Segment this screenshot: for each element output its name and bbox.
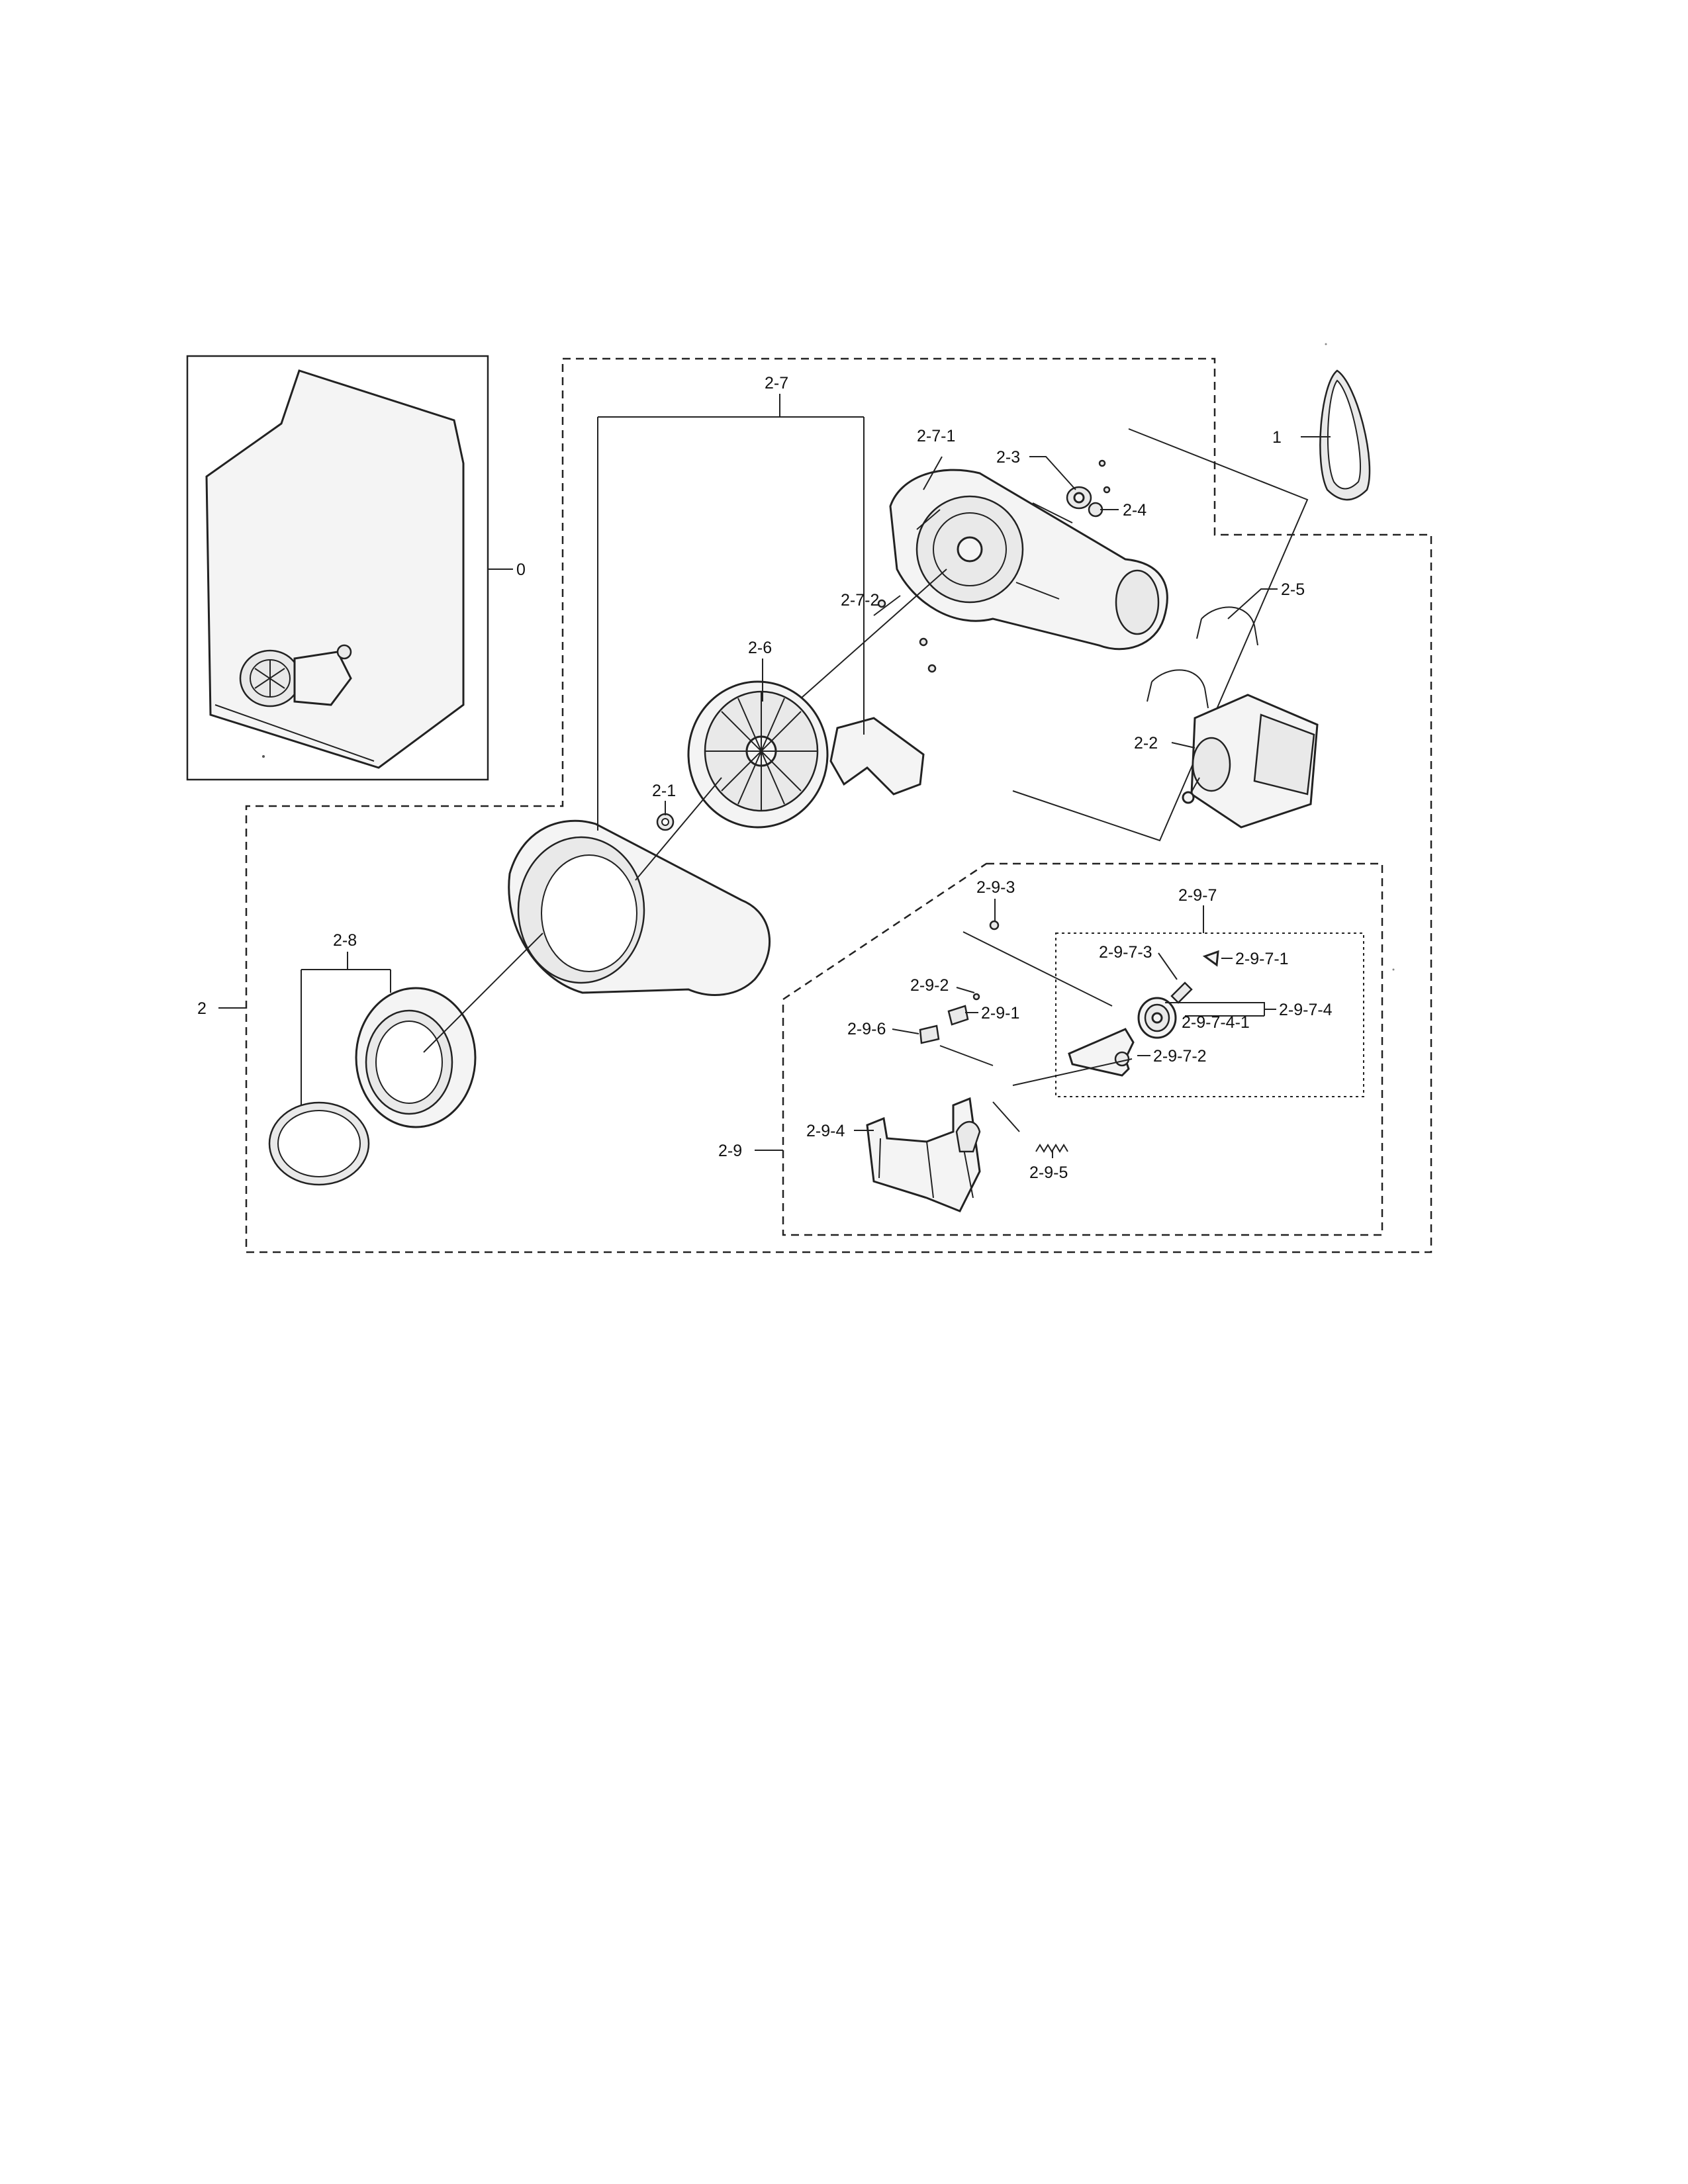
screw-icon [972, 993, 980, 1001]
label-2-9-7: 2-9-7 [1178, 886, 1217, 905]
blower-housing-rear-icon [889, 469, 1168, 651]
label-0: 0 [516, 561, 526, 579]
screw-icon [1098, 459, 1106, 467]
dryer-cabinet-icon [205, 369, 465, 769]
pulley-icon [1066, 486, 1092, 510]
label-2-1: 2-1 [652, 782, 676, 800]
blower-fan-icon [687, 680, 829, 829]
assembly-2-9-7-boundary [1055, 933, 1364, 1097]
label-1: 1 [1272, 428, 1282, 447]
motor-icon [1182, 694, 1319, 829]
small-bracket-icon [919, 1005, 969, 1044]
label-2-7-1: 2-7-1 [917, 427, 955, 445]
label-2-9-2: 2-9-2 [910, 976, 949, 995]
label-2-4: 2-4 [1123, 501, 1147, 520]
gasket-icon [268, 1101, 370, 1186]
label-2-9-7-1: 2-9-7-1 [1235, 950, 1289, 968]
label-2-6: 2-6 [748, 639, 772, 657]
blower-housing-front-icon [508, 819, 771, 996]
label-2-5: 2-5 [1281, 580, 1305, 599]
motor-group-frame [1012, 428, 1309, 842]
label-2-3: 2-3 [996, 448, 1020, 467]
idler-pulley-icon [1137, 997, 1177, 1039]
label-2-9-7-3: 2-9-7-3 [1099, 943, 1152, 962]
scan-speck [1325, 343, 1327, 345]
screw-icon [989, 920, 1000, 931]
idler-bracket-icon [866, 1097, 981, 1212]
idler-shaft-icon [1170, 981, 1193, 1004]
label-2-2: 2-2 [1134, 734, 1158, 752]
belt-icon [1319, 369, 1371, 501]
label-2-8: 2-8 [333, 931, 357, 950]
idler-arm-icon [1068, 1028, 1135, 1077]
label-2-9-4: 2-9-4 [806, 1122, 845, 1140]
screw-icon [877, 599, 886, 608]
frame-ring-icon [355, 987, 477, 1128]
scan-speck [262, 755, 265, 758]
label-2-9-7-4-1: 2-9-7-4-1 [1182, 1013, 1250, 1032]
part-labels: 0 1 2 2-1 2-2 2-3 2-4 2-5 2-6 2-7 2-7-1 … [197, 374, 1333, 1182]
screw-icon [1103, 486, 1111, 494]
label-2-9-3: 2-9-3 [976, 878, 1015, 897]
label-2-9-6: 2-9-6 [847, 1020, 886, 1038]
screw-icon [927, 664, 937, 673]
label-2: 2 [197, 999, 207, 1018]
label-2-7-2: 2-7-2 [841, 591, 879, 610]
nut-icon [656, 813, 675, 831]
label-2-9: 2-9 [718, 1142, 742, 1160]
inset-box-0 [186, 355, 489, 781]
scan-speck [1392, 968, 1395, 971]
screw-icon [919, 637, 928, 647]
leader-lines [218, 394, 1331, 1158]
idler-cap-icon [1202, 950, 1219, 967]
assembly-2-boundary [245, 357, 1432, 1253]
label-2-7: 2-7 [765, 374, 788, 392]
duct-assembly-icon [239, 644, 352, 707]
label-2-9-1: 2-9-1 [981, 1004, 1019, 1023]
label-2-9-7-4: 2-9-7-4 [1279, 1001, 1333, 1019]
label-2-9-7-2: 2-9-7-2 [1153, 1047, 1207, 1066]
assembly-2-9-boundary [782, 862, 1383, 1236]
clip-icon [1147, 606, 1258, 709]
duct-seal-icon [829, 717, 925, 796]
label-2-9-5: 2-9-5 [1029, 1163, 1068, 1182]
